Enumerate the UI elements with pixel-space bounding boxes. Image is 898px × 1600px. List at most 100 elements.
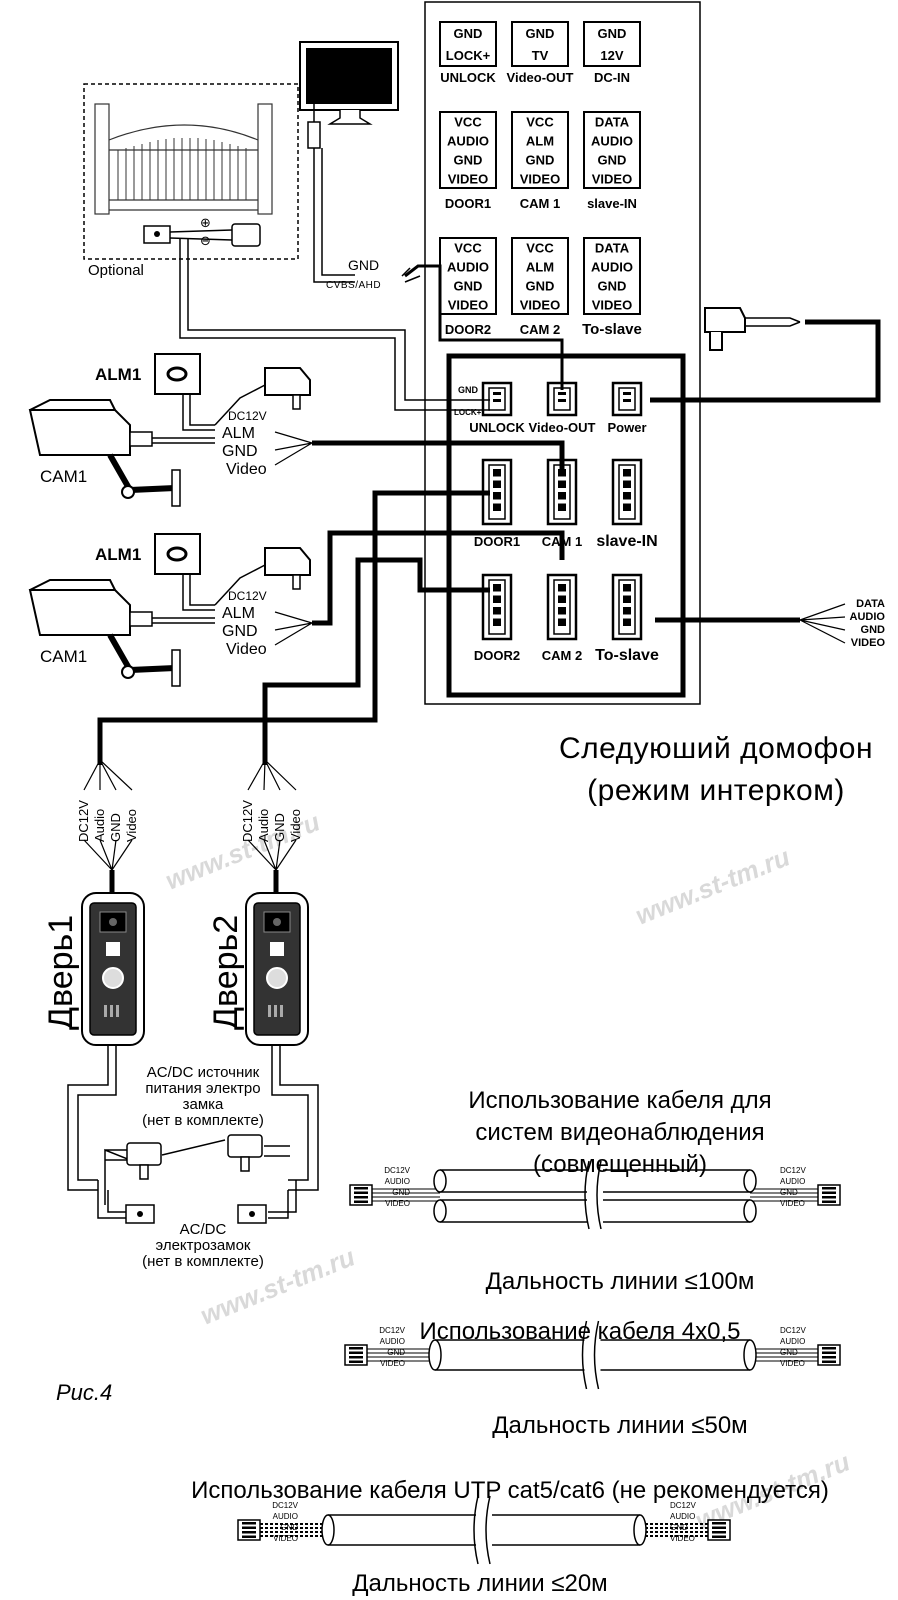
connector-inner-icon <box>618 579 636 635</box>
camera-wire-label: ALM <box>222 425 255 442</box>
connector-pin-icon <box>623 584 631 592</box>
terminal-pin-label: TV <box>532 48 549 63</box>
connector-pin-icon <box>558 492 566 500</box>
connector-pin-icon <box>623 392 631 395</box>
door-wire-fan <box>247 839 297 871</box>
connector-inner-icon <box>618 387 636 411</box>
terminal-caption: DOOR2 <box>445 322 491 337</box>
gate-wires <box>169 229 490 411</box>
terminal-caption: UNLOCK <box>440 70 496 85</box>
alarm-label: ALM1 <box>95 365 141 384</box>
cable-1-title-line: Использование кабеля для <box>468 1087 772 1114</box>
connector-pin-icon <box>493 392 501 395</box>
camera-connector-icon <box>129 611 153 627</box>
terminal-pin-label: 12V <box>600 48 623 63</box>
cable-end-connector-icon <box>344 1344 368 1366</box>
connector-pin-icon <box>623 595 631 603</box>
connector-pin-icon <box>558 469 566 477</box>
door-wire-fan <box>83 839 133 871</box>
terminal-labels: GNDLOCK+UNLOCKGNDTVVideo-OUTGND12VDC-INV… <box>439 21 642 338</box>
terminal-pin-label: VCC <box>526 241 554 256</box>
cable-wire-label: DC12V <box>384 1166 410 1175</box>
electric-lock-label-line: (нет в комплекте) <box>142 1253 264 1270</box>
watermark-text: www.st-tm.ru <box>631 841 794 930</box>
connector-pin-icon <box>558 503 566 511</box>
terminal-pin-label: VCC <box>526 115 554 130</box>
cable-wire-label: VIDEO <box>780 1199 805 1208</box>
alarm-sensor-dot-icon <box>166 366 188 382</box>
cable-1-title-line: систем видеонаблюдения <box>475 1119 765 1146</box>
door-name: Дверь1 <box>42 915 80 1030</box>
connector-inner-icon <box>553 579 571 635</box>
tv-wires <box>307 104 355 283</box>
camera-pivot-icon <box>121 665 135 679</box>
connector-label: To-slave <box>595 647 659 664</box>
connector-pin-icon <box>712 1531 726 1534</box>
connector-pin-icon <box>822 1187 836 1190</box>
camera-body-icon <box>28 589 131 636</box>
door-wire-label: Video <box>124 809 139 842</box>
cable-3-title: Использование кабеля UTP cat5/cat6 (не р… <box>191 1477 829 1504</box>
door-wire-label: DC12V <box>240 800 255 842</box>
lock-psu-label-line: замка <box>182 1096 224 1113</box>
connector-pin-icon <box>354 1200 368 1203</box>
cable-wire-label: DC12V <box>670 1501 696 1510</box>
cable-jacket-end <box>633 1514 647 1546</box>
slave-title-line2: (режим интерком) <box>587 774 845 807</box>
lock-psu-label-line: (нет в комплекте) <box>142 1112 264 1129</box>
terminal-pin-label: GND <box>526 153 555 168</box>
terminal-caption: CAM 2 <box>520 322 560 337</box>
camera-wires <box>312 440 565 626</box>
connector-pin-icon <box>242 1535 256 1538</box>
connector-frame <box>446 353 686 698</box>
camera-pivot-icon <box>121 485 135 499</box>
connector-pin-icon <box>623 607 631 615</box>
lock-psu-label: AC/DC источник питания электро замка (не… <box>118 1065 288 1129</box>
cable-wire-label: DC12V <box>780 1326 806 1335</box>
slave-wire-label: VIDEO <box>851 637 886 649</box>
terminal-pin-label: GND <box>454 153 483 168</box>
terminal-caption: To-slave <box>582 321 642 338</box>
connector-pin-icon <box>558 607 566 615</box>
terminal-label-box <box>583 111 641 189</box>
terminal-pin-label: AUDIO <box>447 134 489 149</box>
cable-break-mark <box>584 1160 602 1230</box>
cable-wire-label: AUDIO <box>273 1512 298 1521</box>
plus-sign-icon: ⊕ <box>200 215 211 230</box>
slave-title: Следуюший домофон (режим интерком) <box>546 728 886 812</box>
door-wire-fan <box>247 759 297 791</box>
terminal-caption: Video-OUT <box>507 70 574 85</box>
connector-inner-icon <box>488 579 506 635</box>
cable-1-range: Дальность линии ≤100м <box>485 1268 755 1295</box>
terminal-caption: CAM 1 <box>520 196 560 211</box>
speaker-grille-icon <box>268 1005 271 1017</box>
camera-1-group: ALM1CAM1DC12VALMGNDVideoALM1CAM1DC12VALM… <box>28 353 313 687</box>
cable-jacket-end <box>321 1514 335 1546</box>
alarm-sensor-icon <box>154 533 201 575</box>
cable-wire-label: GND <box>670 1523 688 1532</box>
door-wire-label: GND <box>108 813 123 842</box>
tv-signal-label: CVBS/AHD <box>326 280 381 291</box>
connector-inner-icon <box>618 464 636 520</box>
terminal-pin-label: GND <box>598 279 627 294</box>
terminal-pin-label: LOCK+ <box>446 48 491 63</box>
connector-pin-icon <box>623 469 631 477</box>
camera-wire-label: GND <box>222 443 258 460</box>
connector-pin-icon <box>493 480 501 488</box>
speaker-grille-icon <box>274 1005 277 1017</box>
connector-pin-icon <box>493 492 501 500</box>
cable-wire-label: VIDEO <box>385 1199 410 1208</box>
connector-pin-icon <box>558 595 566 603</box>
camera-connector-icon <box>129 431 153 447</box>
terminal-pin-label: GND <box>598 153 627 168</box>
connector-pin-icon <box>349 1356 363 1359</box>
monitor-panel <box>424 1 701 705</box>
camera-wire-fan <box>274 431 313 466</box>
cable-wire-label: AUDIO <box>670 1512 695 1521</box>
connector-label: slave-IN <box>596 533 657 550</box>
